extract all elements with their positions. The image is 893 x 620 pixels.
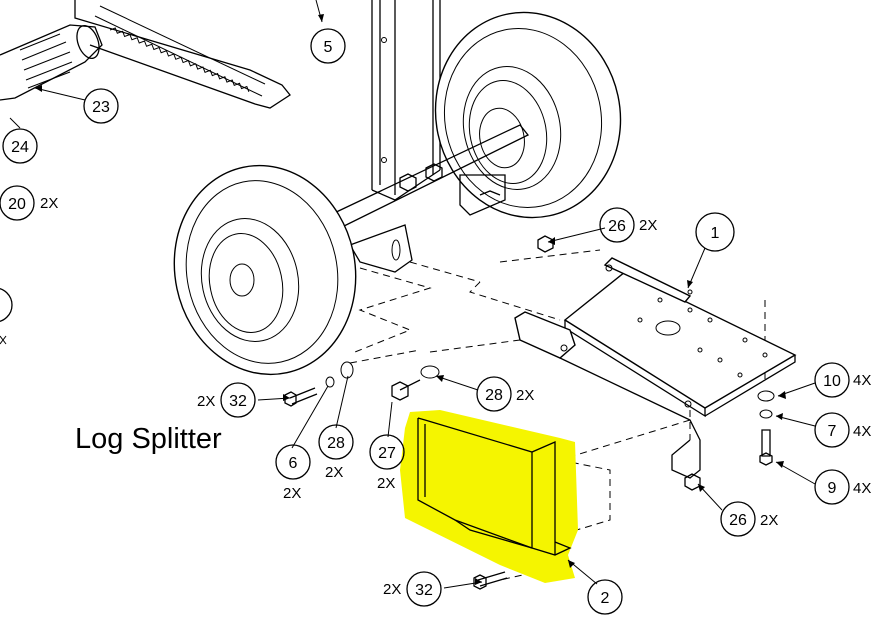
callout-6: 6 2X xyxy=(275,444,311,502)
callout-27: 27 2X xyxy=(369,434,405,492)
front-wheel xyxy=(173,164,357,376)
rear-wheel xyxy=(434,11,622,219)
callout-32b-qty: 2X xyxy=(383,581,401,598)
axle-frame xyxy=(329,124,530,273)
callout-5-num: 5 xyxy=(324,39,333,56)
leader-lines xyxy=(9,0,816,589)
callout-10-qty: 4X xyxy=(853,372,871,389)
callout-28b-qty: 2X xyxy=(325,464,343,481)
callout-26-lower: 26 2X xyxy=(720,501,778,537)
callout-26a-qty: 2X xyxy=(639,217,657,234)
splined-shaft xyxy=(0,24,103,101)
callout-9-qty: 4X xyxy=(853,480,871,497)
callout-24: 24 xyxy=(2,128,38,164)
callout-32a-qty: 2X xyxy=(197,393,215,410)
callout-7-qty: 4X xyxy=(853,423,871,440)
callout-9: 9 4X xyxy=(814,469,871,505)
vertical-beam xyxy=(371,0,443,201)
callout-2-num: 2 xyxy=(601,590,610,607)
highlighted-part-2 xyxy=(400,410,578,583)
diagram-title: Log Splitter xyxy=(75,423,222,455)
callout-20-num: 20 xyxy=(8,196,26,213)
callout-23-num: 23 xyxy=(92,99,110,116)
callout-28a-num: 28 xyxy=(485,387,503,404)
callout-26a-num: 26 xyxy=(608,218,626,235)
callout-7-num: 7 xyxy=(828,423,837,440)
callout-1-num: 1 xyxy=(711,225,720,242)
callout-32b-num: 32 xyxy=(415,582,433,599)
rack-bar xyxy=(74,0,291,109)
callout-9-num: 9 xyxy=(828,480,837,497)
callout-partial-left xyxy=(0,288,13,345)
callout-32a-num: 32 xyxy=(229,393,247,410)
callout-20-qty: 2X xyxy=(40,195,58,212)
callout-23: 23 xyxy=(83,88,119,124)
callout-27-num: 27 xyxy=(378,445,396,462)
callout-28b-num: 28 xyxy=(327,435,345,452)
callout-32-bottom: 2X 32 xyxy=(383,571,442,607)
callout-1: 1 xyxy=(695,212,735,252)
callout-28-left: 28 2X xyxy=(318,424,354,481)
callout-28-right: 28 2X xyxy=(476,376,534,412)
callout-6-num: 6 xyxy=(289,455,298,472)
callout-32-middle: 2X 32 xyxy=(197,382,256,418)
callout-7: 7 4X xyxy=(814,412,871,448)
callout-10-num: 10 xyxy=(823,373,841,390)
callout-2: 2 xyxy=(587,579,623,615)
mounting-plate xyxy=(514,257,797,479)
callout-28a-qty: 2X xyxy=(516,387,534,404)
callout-27-qty: 2X xyxy=(377,475,395,492)
callout-26-upper: 26 2X xyxy=(599,207,657,243)
callout-26b-num: 26 xyxy=(729,512,747,529)
callout-10: 10 4X xyxy=(814,362,871,398)
callout-6-qty: 2X xyxy=(283,485,301,502)
callout-20: 20 2X xyxy=(0,185,58,221)
callout-5: 5 xyxy=(310,28,346,64)
callout-24-num: 24 xyxy=(11,139,29,156)
callout-26b-qty: 2X xyxy=(760,512,778,529)
